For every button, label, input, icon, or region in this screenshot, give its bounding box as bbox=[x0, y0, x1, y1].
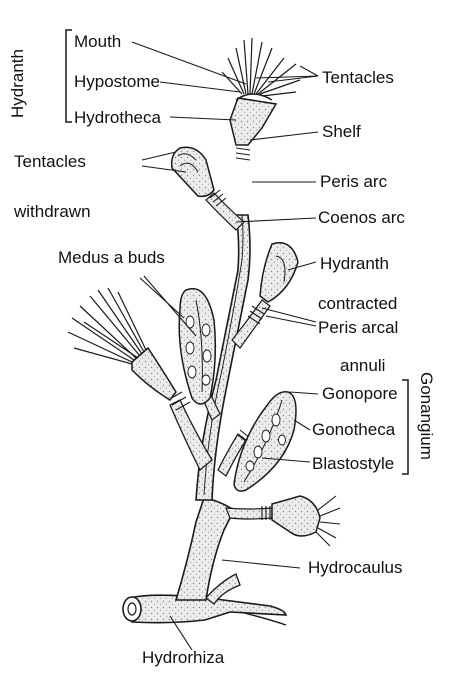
label-hydranth: Hydranth bbox=[320, 254, 389, 274]
label-tentacles-withdrawn-1: Tentacles bbox=[14, 152, 86, 172]
label-shelf: Shelf bbox=[322, 122, 361, 142]
gonangium-bracket bbox=[402, 380, 408, 474]
medusa-buds-gonangium bbox=[179, 289, 215, 404]
label-perisarcal: Peris arcal bbox=[318, 318, 398, 338]
lower-right-hydranth bbox=[272, 496, 340, 546]
label-coenosarc: Coenos arc bbox=[318, 208, 405, 228]
label-hydrocaulus: Hydrocaulus bbox=[308, 558, 403, 578]
left-hydranth bbox=[68, 288, 176, 400]
label-contracted: contracted bbox=[318, 294, 397, 314]
label-hydrotheca: Hydrotheca bbox=[74, 108, 161, 128]
label-gonangium-group: Gonangium bbox=[416, 372, 436, 460]
label-tentacles-withdrawn-2: withdrawn bbox=[14, 202, 91, 222]
label-gonotheca: Gonotheca bbox=[312, 420, 395, 440]
label-tentacles-top: Tentacles bbox=[322, 68, 394, 88]
label-blastostyle: Blastostyle bbox=[312, 454, 394, 474]
hydrocaulus-stem bbox=[168, 148, 272, 604]
contracted-hydranth bbox=[260, 243, 298, 302]
label-mouth: Mouth bbox=[74, 32, 121, 52]
label-annuli: annuli bbox=[340, 356, 385, 376]
label-gonopore: Gonopore bbox=[322, 384, 398, 404]
label-hydrorhiza: Hydrorhiza bbox=[142, 648, 224, 668]
label-hypostome: Hypostome bbox=[74, 72, 160, 92]
label-perisarc: Peris arc bbox=[320, 172, 387, 192]
label-medusa-buds: Medus a buds bbox=[58, 248, 165, 268]
hydranth-bracket bbox=[66, 30, 72, 122]
withdrawn-hydranth bbox=[172, 147, 214, 196]
label-hydranth-group: Hydranth bbox=[8, 49, 28, 118]
